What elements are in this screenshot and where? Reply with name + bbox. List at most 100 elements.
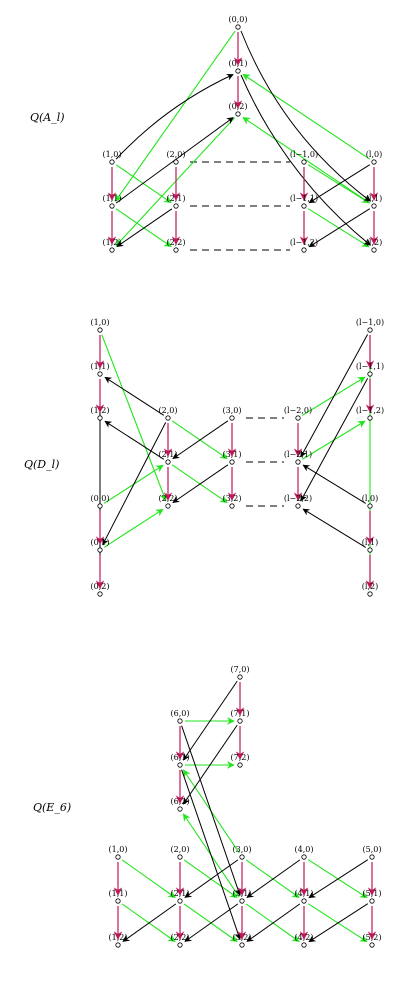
node-dot-A-l0 <box>371 159 377 165</box>
black-arrows-layer <box>96 30 371 943</box>
node-dot-D-a1 <box>295 459 301 465</box>
node-dot-D-a0 <box>295 415 301 421</box>
node-label-A-m1: (l−1,1) <box>290 194 318 203</box>
node-label-E-62: (6,2) <box>171 797 190 806</box>
black-edge-A-21-12 <box>116 208 173 248</box>
node-dot-D-11 <box>97 371 103 377</box>
node-dot-D-c1 <box>367 547 373 553</box>
node-label-A-l1: (l,1) <box>366 194 382 203</box>
node-dot-A-02 <box>235 111 241 117</box>
node-label-E-71: (7,1) <box>231 709 250 718</box>
node-dot-D-b2 <box>367 415 373 421</box>
node-label-D-11: (1,1) <box>91 362 110 371</box>
node-label-D-c1: (l,1) <box>362 538 378 547</box>
node-dot-D-30 <box>229 415 235 421</box>
vertical-arrows-layer <box>95 32 379 940</box>
node-dot-E-50 <box>369 854 375 860</box>
node-dot-A-l1 <box>371 203 377 209</box>
node-label-E-32: (3,2) <box>233 933 252 942</box>
title-q-e-6: Q(E_6) <box>33 801 72 814</box>
black-edge-D-b1-a2 <box>300 378 369 502</box>
node-dot-E-71 <box>237 718 243 724</box>
nodes-layer: (0,0) (0,1) (0,2) (1,0) (1,1) (1,2) (2,0) (2,1)… <box>91 15 384 948</box>
node-dot-D-31 <box>229 459 235 465</box>
node-dot-E-22 <box>177 942 183 948</box>
black-edge-E-21-12 <box>122 903 177 942</box>
node-dot-D-20 <box>165 415 171 421</box>
node-label-E-12: (1,2) <box>109 933 128 942</box>
node-label-D-10: (1,0) <box>91 318 110 327</box>
green-edge-A-l0-01 <box>242 73 371 160</box>
node-dot-E-41 <box>301 898 307 904</box>
node-dot-E-31 <box>239 898 245 904</box>
node-dot-E-60 <box>177 718 183 724</box>
black-edge-D-c0-a1 <box>302 464 366 504</box>
node-dot-D-10 <box>97 327 103 333</box>
node-dot-A-20 <box>173 159 179 165</box>
node-dot-A-21 <box>173 203 179 209</box>
node-dot-D-02 <box>97 591 103 597</box>
green-edge-A-10-21 <box>115 164 172 204</box>
node-label-D-a1: (l−2,1) <box>284 450 312 459</box>
node-label-E-22: (2,2) <box>171 933 190 942</box>
black-edge-E-51-42 <box>308 903 369 943</box>
node-dot-D-00 <box>97 503 103 509</box>
node-label-E-60: (6,0) <box>171 709 190 718</box>
node-dot-D-b0 <box>367 327 373 333</box>
node-label-D-12: (1,2) <box>91 406 110 415</box>
black-edge-D-c1-a2 <box>302 508 366 548</box>
node-label-A-l0: (l,0) <box>366 150 382 159</box>
node-dot-A-m0 <box>301 159 307 165</box>
node-dot-E-70 <box>237 674 243 680</box>
node-label-D-c2: (l,2) <box>362 582 378 591</box>
node-label-D-a2: (l−2,2) <box>284 494 312 503</box>
node-label-E-21: (2,1) <box>171 889 190 898</box>
black-edge-E-31-22 <box>184 903 239 942</box>
node-dot-A-l2 <box>371 247 377 253</box>
node-label-E-61: (6,1) <box>171 753 190 762</box>
node-label-A-02: (0,2) <box>229 102 248 111</box>
green-edge-E-10-21 <box>121 859 176 898</box>
title-q-a-l: Q(A_l) <box>30 111 65 124</box>
node-label-D-b0: (l−1,0) <box>356 318 384 327</box>
green-edge-A-l1-02 <box>242 116 371 204</box>
node-dot-A-11 <box>109 203 115 209</box>
node-dot-E-20 <box>177 854 183 860</box>
black-edge-A-10-01 <box>115 73 234 160</box>
node-label-E-20: (2,0) <box>171 845 190 854</box>
node-label-D-c0: (l,0) <box>362 494 378 503</box>
green-edge-D-10-22 <box>101 334 167 502</box>
node-label-E-31: (3,1) <box>233 889 252 898</box>
black-edge-E-61-32 <box>181 769 242 940</box>
node-dot-D-b1 <box>367 371 373 377</box>
black-edge-A-l0-m1 <box>308 164 371 204</box>
node-label-D-31: (3,1) <box>223 450 242 459</box>
node-label-E-41: (4,1) <box>295 889 314 898</box>
node-dot-E-30 <box>239 854 245 860</box>
node-label-D-30: (3,0) <box>223 406 242 415</box>
black-edge-A-01-l2 <box>240 74 371 246</box>
node-dot-E-62 <box>177 806 183 812</box>
node-label-E-42: (4,2) <box>295 933 314 942</box>
node-dot-A-12 <box>109 247 115 253</box>
node-dot-E-21 <box>177 898 183 904</box>
black-edge-D-31-22 <box>172 464 229 504</box>
node-dot-D-c2 <box>367 591 373 597</box>
title-q-d-l: Q(D_l) <box>24 458 60 471</box>
black-edge-E-60-31 <box>181 725 242 896</box>
node-label-A-20: (2,0) <box>167 150 186 159</box>
node-dot-D-01 <box>97 547 103 553</box>
node-label-D-02: (0,2) <box>91 582 110 591</box>
black-edge-D-21-12 <box>104 420 165 460</box>
node-label-A-00: (0,0) <box>229 15 248 24</box>
black-edge-E-70-61 <box>182 680 238 761</box>
node-label-A-12: (1,2) <box>103 238 122 247</box>
node-label-A-m0: (l−1,0) <box>290 150 318 159</box>
node-label-E-30: (3,0) <box>233 845 252 854</box>
node-dot-A-m2 <box>301 247 307 253</box>
node-dot-E-51 <box>369 898 375 904</box>
node-dot-E-61 <box>177 762 183 768</box>
node-label-A-01: (0,1) <box>229 59 248 68</box>
black-edge-A-l1-m2 <box>308 208 371 248</box>
node-label-D-a0: (l−2,0) <box>284 406 312 415</box>
